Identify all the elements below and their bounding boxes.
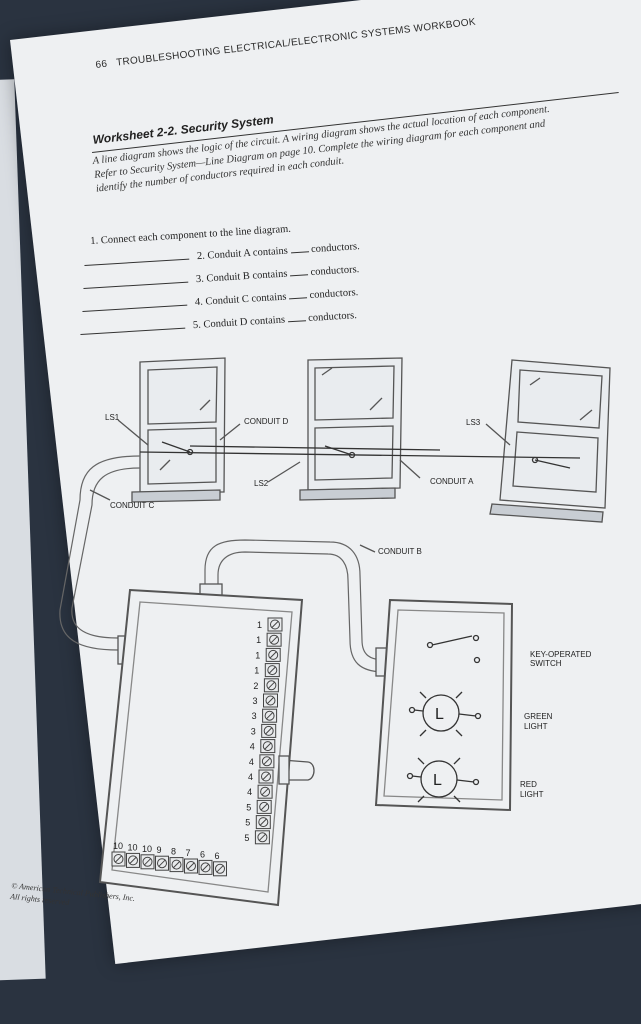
terminal-screw: [140, 854, 155, 870]
terminal-number: 8: [171, 847, 176, 857]
terminal-strip-vertical: 1 1 1 1 2 3 3 3 4 4 4 4 5 5 5: [244, 617, 283, 845]
terminal-screw: [198, 859, 213, 875]
terminal-screw: [254, 830, 270, 845]
terminal-screw: [261, 723, 277, 738]
label-ls3: LS3: [466, 418, 481, 427]
terminal-number: 3: [251, 726, 256, 736]
label-key-switch-line1: KEY-OPERATED: [530, 650, 592, 659]
label-green-line1: GREEN: [524, 712, 553, 721]
terminal-number: 1: [254, 666, 259, 676]
terminal-number: 1: [255, 650, 260, 660]
label-ls2: LS2: [254, 479, 269, 488]
terminal-screw: [169, 857, 184, 873]
terminal-number: 7: [186, 848, 191, 858]
window-ls2: [299, 357, 403, 501]
terminal-screw: [255, 815, 271, 830]
terminal-number: 5: [246, 802, 251, 812]
label-conduit-c: CONDUIT C: [110, 501, 155, 510]
red-lamp-letter: L: [433, 772, 442, 789]
terminal-screw: [256, 799, 272, 814]
terminal-screw: [262, 708, 278, 723]
terminal-screw: [267, 617, 283, 632]
terminal-screw: [155, 855, 169, 871]
label-conduit-a: CONDUIT A: [430, 477, 474, 486]
terminal-screw: [184, 858, 198, 874]
terminal-screw: [260, 739, 276, 754]
terminal-number: 4: [247, 787, 252, 797]
terminal-number: 10: [113, 841, 123, 851]
terminal-screw: [265, 647, 281, 662]
label-red-line2: LIGHT: [520, 790, 544, 799]
terminal-number: 4: [250, 742, 255, 752]
label-red-line1: RED: [520, 780, 537, 789]
label-ls1: LS1: [105, 413, 120, 422]
terminal-screw: [266, 632, 282, 647]
label-conduit-b: CONDUIT B: [378, 547, 422, 556]
terminal-screw: [259, 754, 275, 769]
terminal-screw: [263, 693, 278, 708]
terminal-number: 10: [142, 844, 152, 854]
label-conduit-d: CONDUIT D: [244, 417, 289, 426]
window-ls3: [489, 359, 611, 523]
label-key-switch-line2: SWITCH: [530, 659, 562, 668]
terminal-number: 6: [215, 851, 220, 861]
label-green-line2: LIGHT: [524, 722, 548, 731]
terminal-number: 2: [253, 681, 258, 691]
terminal-screw: [263, 678, 279, 693]
terminal-number: 9: [157, 845, 162, 855]
terminal-screw: [213, 861, 227, 877]
window-ls1: [131, 357, 226, 503]
terminal-screw: [126, 852, 140, 868]
terminal-number: 3: [253, 696, 258, 706]
green-lamp-letter: L: [435, 706, 444, 723]
terminal-number: 4: [248, 772, 253, 782]
terminal-number: 1: [256, 635, 261, 645]
terminal-number: 5: [245, 818, 250, 828]
terminal-number: 3: [252, 711, 257, 721]
terminal-number: 5: [244, 833, 249, 843]
terminal-number: 4: [249, 757, 254, 767]
terminal-screw: [257, 784, 273, 799]
terminal-screw: [111, 851, 126, 867]
terminal-number: 10: [128, 842, 138, 852]
terminal-number: 1: [257, 620, 262, 630]
terminal-screw: [264, 663, 280, 678]
terminal-number: 6: [200, 849, 205, 859]
terminal-screw: [258, 769, 274, 784]
